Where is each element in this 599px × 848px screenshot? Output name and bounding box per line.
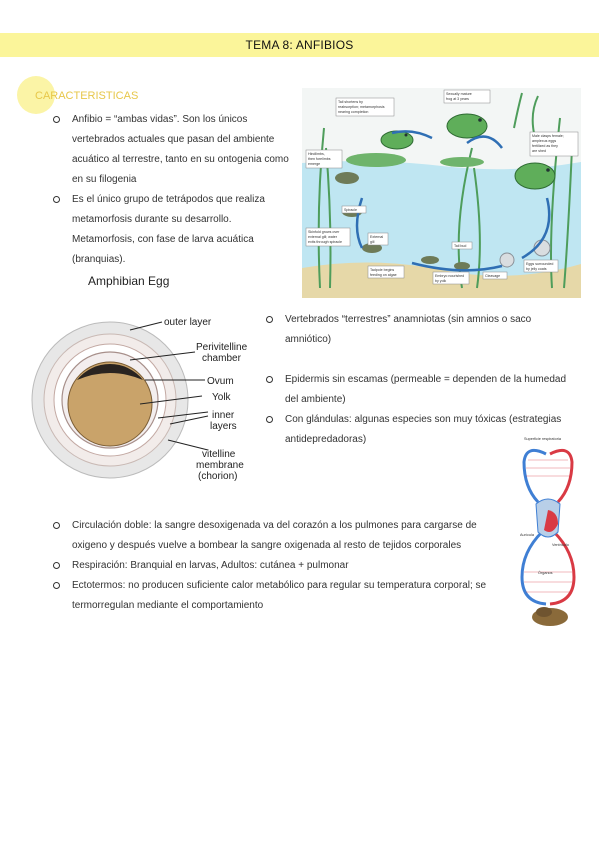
label-tail-bud: Tail bud: [454, 244, 466, 248]
label-external-gill: External: [370, 235, 383, 239]
label-hindlimbs-2: then forelimbs: [308, 157, 331, 161]
list-item: Anfibio = “ambas vidas”. Son los únicos …: [53, 110, 293, 190]
bottom-bullet-list: Circulación doble: la sangre desoxigenad…: [53, 516, 513, 616]
list-item: Con glándulas: algunas especies son muy …: [266, 410, 566, 450]
label-skinfold-3: exits through spiracle: [308, 240, 342, 244]
label-chamber: chamber: [202, 353, 242, 364]
label-mature-2: frog at 3 years: [446, 97, 469, 101]
label-male-clasps-3: fertilized as they: [532, 144, 558, 148]
label-skinfold: Skinfold grows over: [308, 230, 340, 234]
label-male-clasps: Male clasps female;: [532, 134, 564, 138]
label-hindlimbs: Hindlimbs,: [308, 152, 325, 156]
label-outer-layer: outer layer: [164, 317, 212, 328]
label-superficie-respiratoria: Superficie respiratoria: [524, 437, 562, 441]
label-chorion: (chorion): [198, 471, 237, 482]
label-tail-shortens-3: nearing completion: [338, 110, 368, 114]
list-item: Ectotermos: no producen suficiente calor…: [53, 576, 513, 616]
label-vitelline: vitelline: [202, 449, 236, 460]
label-hindlimbs-3: emerge: [308, 162, 320, 166]
label-layers: layers: [210, 421, 237, 432]
label-external-gill-2: gill: [370, 240, 375, 244]
label-cleavage: Cleavage: [485, 274, 500, 278]
label-perivitelline: Perivitelline: [196, 342, 248, 353]
list-item: Respiración: Branquial en larvas, Adulto…: [53, 556, 513, 576]
label-organos: Órganos: [538, 570, 553, 575]
intro-bullet-list: Anfibio = “ambas vidas”. Son los únicos …: [53, 110, 293, 270]
list-item: Epidermis sin escamas (permeable = depen…: [266, 370, 566, 410]
label-tadpole: Tadpole begins: [370, 268, 394, 272]
label-spiracle: Spiracle: [344, 208, 357, 212]
label-eggs-2: by jelly coats: [526, 267, 547, 271]
frog-life-cycle-figure: Tail shortens by reabsorption; metamorph…: [302, 88, 581, 298]
label-yolk: Yolk: [212, 392, 232, 403]
label-auricula: Aurícula: [520, 533, 535, 537]
label-tail-shortens: Tail shortens by: [338, 100, 363, 104]
label-male-clasps-2: amplexus eggs: [532, 139, 556, 143]
circulation-figure: Superficie respiratoria Aurícula Ventríc…: [518, 432, 578, 642]
page-title: TEMA 8: ANFIBIOS: [245, 38, 354, 52]
egg-figure-title: Amphibian Egg: [88, 274, 170, 288]
label-mature: Sexually mature: [446, 92, 472, 96]
section-heading: CARACTERISTICAS: [35, 90, 139, 102]
label-male-clasps-4: are shed: [532, 149, 546, 153]
label-ovum: Ovum: [207, 376, 234, 387]
label-ventriculo: Ventrículo: [552, 543, 569, 547]
amphibian-egg-figure: outer layer Perivitelline chamber Ovum Y…: [30, 300, 266, 492]
label-membrane: membrane: [196, 460, 244, 471]
label-skinfold-2: external gill; water: [308, 235, 338, 239]
label-tail-shortens-2: reabsorption; metamorphosis: [338, 105, 385, 109]
label-embryo: Embryo nourished: [435, 274, 464, 278]
heading-circle-decoration: [17, 76, 55, 114]
right-bullet-list: Vertebrados “terrestres” anamniotas (sin…: [266, 310, 566, 450]
title-bar: TEMA 8: ANFIBIOS: [0, 33, 599, 57]
label-tadpole-2: feeding on algae: [370, 273, 397, 277]
label-inner: inner: [212, 410, 235, 421]
list-item: Es el único grupo de tetrápodos que real…: [53, 190, 293, 270]
label-embryo-2: by yolk: [435, 279, 446, 283]
list-item: Vertebrados “terrestres” anamniotas (sin…: [266, 310, 566, 350]
label-eggs: Eggs surrounded: [526, 262, 553, 266]
list-item: Circulación doble: la sangre desoxigenad…: [53, 516, 513, 556]
